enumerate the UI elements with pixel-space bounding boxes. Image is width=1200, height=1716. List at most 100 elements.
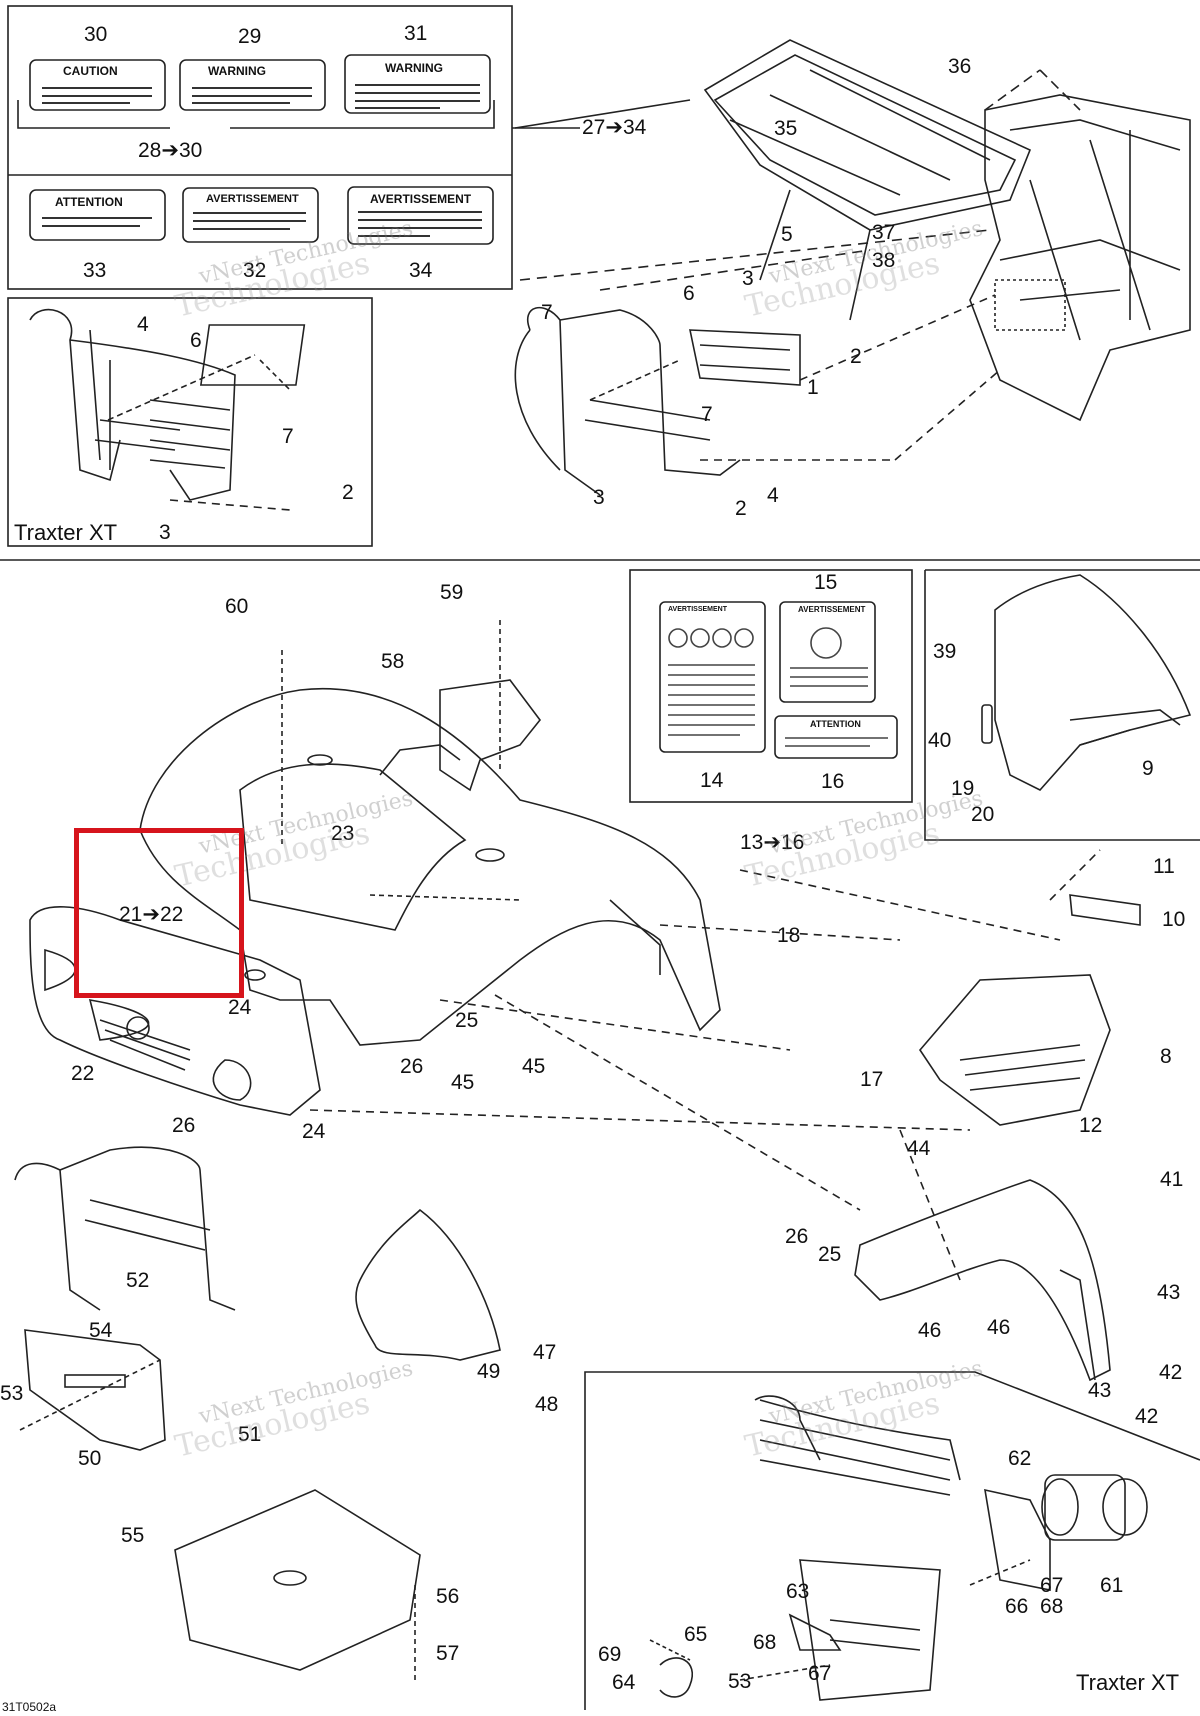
highlight-box-21-22 [74,828,244,998]
callout-52: 52 [126,1269,150,1292]
decal-avertissement-3: AVERTISSEMENT [668,606,727,613]
callout-26: 26 [172,1114,196,1137]
callout-50: 50 [78,1447,102,1470]
callout-36: 36 [948,55,972,78]
callout-51: 51 [238,1423,262,1446]
callout-57: 57 [436,1642,460,1665]
callout-19: 19 [951,777,975,800]
callout-27-34: 27➔34 [582,116,647,139]
callout-23: 23 [331,822,355,845]
callout-26b: 26 [400,1055,424,1078]
callout-28-30: 28➔30 [138,139,203,162]
callout-67b: 67 [808,1662,832,1685]
decal-avertissement-2: AVERTISSEMENT [370,192,472,206]
decal-caution: CAUTION [63,64,118,78]
decal-attention-1: ATTENTION [55,195,123,209]
callout-43: 43 [1157,1281,1181,1304]
callout-62: 62 [1008,1447,1032,1470]
callout-31: 31 [404,22,428,45]
callout-54: 54 [89,1319,113,1342]
callout-3-inset: 3 [159,521,171,544]
decal-attention-2: ATTENTION [810,719,861,729]
callout-16: 16 [821,770,845,793]
callout-7-inset: 7 [282,425,294,448]
callout-39: 39 [933,640,957,663]
callout-46: 46 [918,1319,942,1342]
callout-48: 48 [535,1393,559,1416]
callout-60: 60 [225,595,249,618]
callout-37: 37 [872,221,896,244]
callout-58: 58 [381,650,405,673]
callout-42b: 42 [1135,1405,1159,1428]
callout-49: 49 [477,1360,501,1383]
callout-21-22: 21➔22 [119,903,184,926]
decal-panel-frame [7,5,513,290]
callout-45: 45 [451,1071,475,1094]
callout-2-inset: 2 [342,481,354,504]
callout-25: 25 [455,1009,479,1032]
model-label-traxter-xt-2: Traxter XT [1076,1670,1180,1695]
callout-68b: 68 [753,1631,777,1654]
model-label-traxter-xt: Traxter XT [14,520,118,545]
callout-11: 11 [1153,855,1175,878]
callout-30: 30 [84,23,108,46]
callout-4-inset: 4 [137,313,149,336]
callout-10: 10 [1162,908,1186,931]
callout-55: 55 [121,1524,145,1547]
callout-67: 67 [1040,1574,1064,1597]
callout-6: 6 [683,282,695,305]
callout-43b: 43 [1088,1379,1112,1402]
callout-12: 12 [1079,1114,1103,1137]
callout-61: 61 [1100,1574,1124,1597]
decal-warning-2: WARNING [385,61,443,75]
callout-29: 29 [238,25,262,48]
callout-41: 41 [1160,1168,1184,1191]
callout-64: 64 [612,1671,636,1694]
callout-24b: 24 [302,1120,326,1143]
callout-63: 63 [786,1580,810,1603]
callout-65: 65 [684,1623,708,1646]
callout-14: 14 [700,769,724,792]
callout-33: 33 [83,259,107,282]
callout-66: 66 [1005,1595,1029,1618]
callout-38: 38 [872,249,896,272]
callout-2: 2 [850,345,862,368]
figure-id: 31T0502a [2,1700,57,1714]
callout-24: 24 [228,996,252,1019]
callout-34: 34 [409,259,433,282]
callout-1: 1 [807,376,819,399]
callout-5: 5 [781,223,793,246]
callout-40: 40 [928,729,952,752]
callout-13-16: 13➔16 [740,831,805,854]
callout-8: 8 [1160,1045,1172,1068]
callout-47: 47 [533,1341,557,1364]
callout-26c: 26 [785,1225,809,1248]
callout-22: 22 [71,1062,95,1085]
callout-6-inset: 6 [190,329,202,352]
callout-35: 35 [774,117,798,140]
callout-7b: 7 [701,403,713,426]
callout-69: 69 [598,1643,622,1666]
decal-avertissement-1: AVERTISSEMENT [206,193,299,205]
callout-56: 56 [436,1585,460,1608]
callout-4: 4 [767,484,779,507]
callout-17: 17 [860,1068,884,1091]
callout-25b: 25 [818,1243,842,1266]
callout-44: 44 [907,1137,931,1160]
decal-warning-1: WARNING [208,64,266,78]
decal-avertissement-4: AVERTISSEMENT [798,605,866,614]
callout-59: 59 [440,581,464,604]
callout-32: 32 [243,259,267,282]
callout-15: 15 [814,571,838,594]
callout-68: 68 [1040,1595,1064,1618]
callout-18: 18 [777,924,801,947]
callout-53: 53 [0,1382,24,1405]
callout-7: 7 [541,301,553,324]
callout-20: 20 [971,803,995,826]
callout-3: 3 [742,267,754,290]
callout-42: 42 [1159,1361,1183,1384]
callout-53b: 53 [728,1670,752,1693]
callout-2b: 2 [735,497,747,520]
